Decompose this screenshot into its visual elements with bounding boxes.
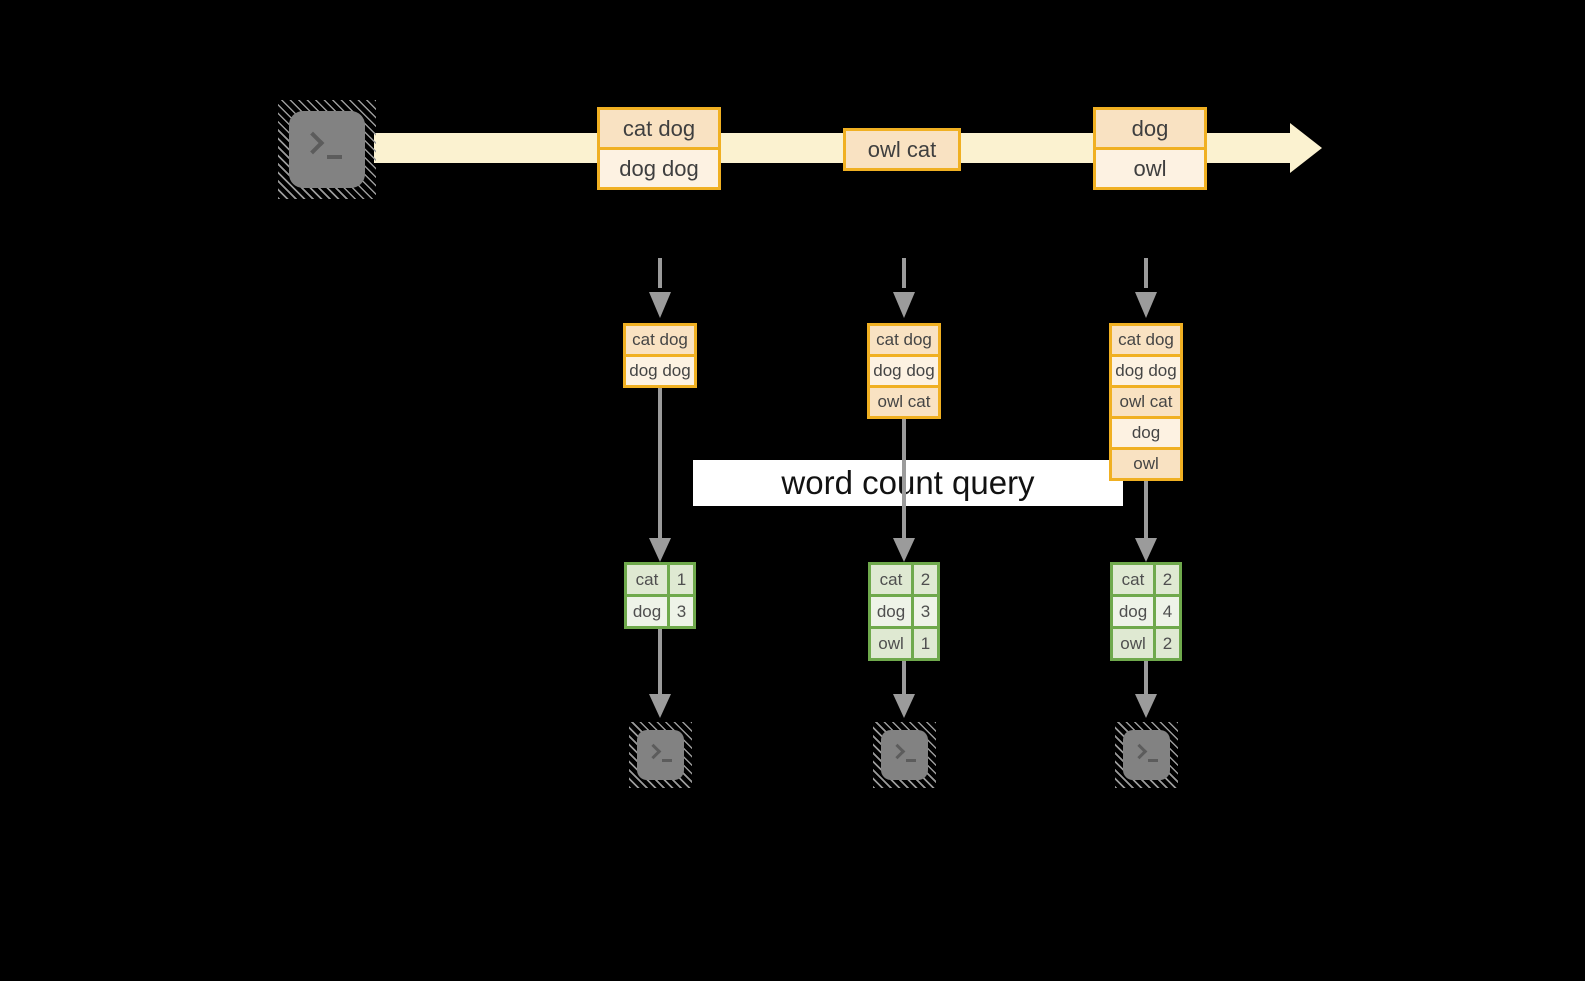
sink-arrowhead-icon: [649, 694, 671, 718]
input-rows-stack-2: cat dog dog dog owl cat: [867, 323, 941, 419]
terminal-screen: [289, 111, 365, 188]
count-cell: 4: [1162, 602, 1173, 621]
word-cell: owl: [871, 629, 914, 658]
word-cell: cat: [1113, 565, 1156, 594]
input-row: dog dog: [870, 354, 938, 385]
table-row: cat 2: [1113, 565, 1179, 594]
prompt-cursor-icon: [327, 155, 342, 159]
word-cell: cat: [627, 565, 670, 594]
input-row: owl cat: [1112, 385, 1180, 416]
result-table-3: cat 2 dog 4 owl 2: [1110, 562, 1182, 661]
count-cell: 2: [1162, 570, 1173, 589]
word-cell: dog: [627, 597, 670, 626]
table-row: dog 3: [627, 594, 693, 626]
query-arrow: [1144, 481, 1148, 538]
query-label: word count query: [781, 464, 1035, 501]
prompt-chevron-icon: [1131, 743, 1148, 760]
count-cell: 1: [920, 634, 931, 653]
input-row: dog dog: [1112, 354, 1180, 385]
prompt-chevron-icon: [889, 743, 906, 760]
sink-arrowhead-icon: [893, 694, 915, 718]
sink-arrow: [902, 661, 906, 694]
input-rows-stack-3: cat dog dog dog owl cat dog owl: [1109, 323, 1183, 481]
table-row: cat 2: [871, 565, 937, 594]
batch-row: dog: [1096, 110, 1204, 147]
prompt-chevron-icon: [645, 743, 662, 760]
input-row: dog: [1112, 416, 1180, 447]
prompt-chevron-icon: [301, 131, 325, 155]
input-rows-stack-1: cat dog dog dog: [623, 323, 697, 388]
trigger-arrowhead-icon: [893, 292, 915, 318]
count-cell: 1: [676, 570, 687, 589]
sink-terminal-icon-3: [1115, 722, 1178, 788]
table-row: owl 1: [871, 626, 937, 658]
word-cell: dog: [871, 597, 914, 626]
prompt-cursor-icon: [1148, 759, 1158, 762]
terminal-screen: [881, 730, 928, 780]
stream-batch-3: dog owl: [1093, 107, 1207, 190]
query-arrowhead-icon: [649, 538, 671, 562]
count-cell: 2: [1162, 634, 1173, 653]
input-row: cat dog: [1112, 326, 1180, 354]
query-label-band: word count query: [693, 460, 1123, 506]
input-row: dog dog: [626, 354, 694, 385]
batch-row: owl: [1096, 147, 1204, 187]
query-arrow: [658, 388, 662, 538]
count-cell: 3: [676, 602, 687, 621]
prompt-cursor-icon: [662, 759, 672, 762]
trigger-dash: [902, 258, 906, 288]
trigger-dash: [658, 258, 662, 288]
batch-row: cat dog: [600, 110, 718, 147]
table-row: dog 3: [871, 594, 937, 626]
table-row: dog 4: [1113, 594, 1179, 626]
count-cell: 3: [920, 602, 931, 621]
prompt-cursor-icon: [906, 759, 916, 762]
table-row: owl 2: [1113, 626, 1179, 658]
input-row: owl: [1112, 447, 1180, 478]
sink-arrow: [1144, 661, 1148, 694]
trigger-arrowhead-icon: [649, 292, 671, 318]
query-arrowhead-icon: [1135, 538, 1157, 562]
input-row: cat dog: [626, 326, 694, 354]
table-row: cat 1: [627, 565, 693, 594]
terminal-screen: [637, 730, 684, 780]
stream-batch-2: owl cat: [843, 128, 961, 171]
word-cell: dog: [1113, 597, 1156, 626]
word-cell: owl: [1113, 629, 1156, 658]
sink-arrowhead-icon: [1135, 694, 1157, 718]
trigger-dash: [1144, 258, 1148, 288]
stream-arrowhead-icon: [1290, 123, 1322, 173]
batch-row: dog dog: [600, 147, 718, 187]
query-arrowhead-icon: [893, 538, 915, 562]
input-row: cat dog: [870, 326, 938, 354]
sink-terminal-icon-1: [629, 722, 692, 788]
terminal-screen: [1123, 730, 1170, 780]
word-cell: cat: [871, 565, 914, 594]
sink-terminal-icon-2: [873, 722, 936, 788]
trigger-arrowhead-icon: [1135, 292, 1157, 318]
result-table-1: cat 1 dog 3: [624, 562, 696, 629]
stream-batch-1: cat dog dog dog: [597, 107, 721, 190]
source-terminal-icon: [278, 100, 376, 199]
batch-row: owl cat: [846, 131, 958, 168]
count-cell: 2: [920, 570, 931, 589]
query-arrow: [902, 419, 906, 538]
input-row: owl cat: [870, 385, 938, 416]
sink-arrow: [658, 629, 662, 694]
result-table-2: cat 2 dog 3 owl 1: [868, 562, 940, 661]
